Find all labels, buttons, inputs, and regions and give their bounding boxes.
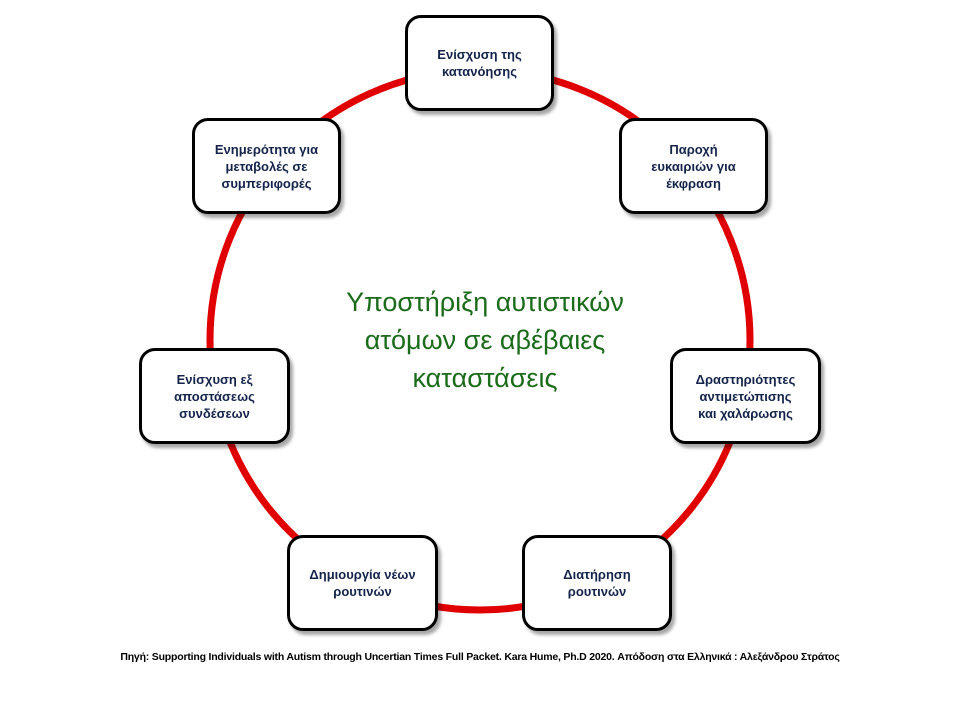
node-awareness-line-2: μεταβολές σε bbox=[225, 158, 308, 174]
node-awareness-line-1: Ενημερότητα για bbox=[214, 141, 319, 157]
node-expression-line-1: Παροχή bbox=[669, 141, 718, 157]
node-maintain-routines: Διατήρηση ρουτινών bbox=[522, 535, 672, 631]
center-title-line-2: ατόμων σε αβέβαιες bbox=[364, 325, 606, 355]
center-title-line-3: καταστάσεις bbox=[412, 363, 558, 393]
node-remote-connections: Ενίσχυση εξ αποστάσεως συνδέσεων bbox=[139, 348, 290, 444]
source-credit: Πηγή: Supporting Individuals with Autism… bbox=[120, 651, 840, 663]
node-expression-line-2: ευκαιριών για bbox=[651, 158, 736, 174]
node-remote-line-2: αποστάσεως bbox=[174, 388, 255, 404]
node-remote-line-3: συνδέσεων bbox=[179, 405, 250, 421]
node-expression-opportunities: Παροχή ευκαιριών για έκφραση bbox=[619, 118, 768, 214]
center-title-line-1: Υποστήριξη αυτιστικών bbox=[346, 287, 624, 317]
node-understanding-line-2: κατανόησης bbox=[442, 64, 517, 79]
node-maintain-line-1: Διατήρηση bbox=[563, 567, 631, 582]
node-expression-line-3: έκφραση bbox=[666, 175, 721, 191]
node-understanding: Ενίσχυση της κατανόησης bbox=[405, 15, 554, 111]
node-awareness-line-3: συμπεριφορές bbox=[221, 175, 312, 191]
node-remote-line-1: Ενίσχυση εξ bbox=[176, 371, 253, 387]
node-new-routines: Δημιουργία νέων ρουτινών bbox=[287, 535, 438, 631]
node-maintain-line-2: ρουτινών bbox=[567, 584, 627, 599]
node-new-routines-line-1: Δημιουργία νέων bbox=[309, 567, 416, 582]
node-behavior-awareness: Ενημερότητα για μεταβολές σε συμπεριφορέ… bbox=[192, 118, 341, 214]
node-new-routines-line-2: ρουτινών bbox=[333, 584, 392, 599]
center-title: Υποστήριξη αυτιστικών ατόμων σε αβέβαιες… bbox=[300, 283, 670, 397]
node-coping-line-1: Δραστηριότητες bbox=[695, 371, 796, 387]
node-understanding-line-1: Ενίσχυση της bbox=[437, 47, 522, 62]
node-coping-line-3: και χαλάρωσης bbox=[698, 405, 793, 421]
node-coping-relaxation: Δραστηριότητες αντιμετώπισης και χαλάρωσ… bbox=[670, 348, 821, 444]
node-coping-line-2: αντιμετώπισης bbox=[699, 388, 792, 404]
